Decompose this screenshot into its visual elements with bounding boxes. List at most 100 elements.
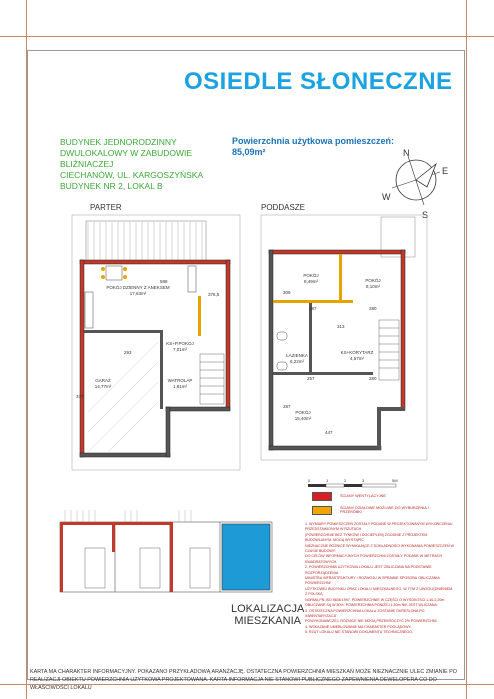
- terrace: [85, 220, 207, 262]
- note-line: 3. OSTATECZNA POWIERZCHNIA LOKALU ZOSTAN…: [305, 608, 425, 618]
- note-line: NIEZNACZNE RÓŻNICE WYNIKAJĄCE Z DOKŁADNO…: [305, 543, 454, 554]
- attic-room1-area: 8,49m²: [304, 279, 319, 284]
- garage-area: 14,77m²: [95, 384, 112, 389]
- sink: [276, 331, 288, 341]
- notes: 1. WYMIARY POMIESZCZEŃ ZOSTAŁY PODANE W …: [305, 522, 455, 636]
- garage-name: GARAŻ: [95, 377, 111, 383]
- toilet: [276, 361, 288, 371]
- attic-dim-3: 280: [369, 306, 377, 311]
- chair: [123, 275, 127, 279]
- living-room-area: 17,63m²: [130, 291, 147, 296]
- wc-area: 1,81m²: [173, 384, 188, 389]
- garage-hatch: [87, 341, 159, 453]
- wc-name: WATROLAP: [168, 378, 193, 383]
- building-line-4: CIECHANÓW, UL. KARGOSZYŃSKA: [60, 170, 204, 180]
- hall-name: KS+P.POKOJ: [166, 341, 194, 346]
- legend-red-swatch: [312, 492, 332, 501]
- ground-dim-4: 377: [76, 394, 84, 399]
- attic-floor-label: PODDASZE: [261, 203, 306, 212]
- note-line: 5. RZUT LOKALU NIE STANOWI DOKUMENTU TEC…: [305, 630, 414, 635]
- location-label-2: MIESZKANIA: [234, 615, 301, 627]
- kitchen-counter: [84, 291, 94, 329]
- ground-floor-plan: POKÓJ DZIENNY Z ANEKSEM 17,63m² KS+P.POK…: [71, 214, 241, 471]
- attic-wall-west: [268, 249, 274, 451]
- building-line-5: BUDYNEK NR 2, LOKAL B: [60, 181, 163, 191]
- bathroom-name: ŁAZIENKA: [286, 353, 308, 358]
- building-line-1: BUDYNEK JEDNORODZINNY: [60, 137, 177, 147]
- attic-room3-name: POKÓJ: [295, 409, 310, 415]
- attic-room1-name: POKÓJ: [303, 272, 318, 278]
- attic-wall-south: [268, 445, 382, 451]
- dining-table: [105, 265, 123, 281]
- usable-area-value: 85,09m²: [232, 147, 266, 157]
- bathroom-area: 6,22m²: [290, 359, 305, 364]
- building-info: BUDYNEK JEDNORODZINNY DWULOKALOWY W ZABU…: [60, 137, 203, 192]
- chimney-roof: [380, 216, 416, 258]
- wall-garage-north: [84, 330, 162, 333]
- location-highlight: [221, 523, 271, 591]
- wall-north: [79, 259, 231, 265]
- attic-dim-8: 287: [283, 404, 291, 409]
- scale-5m: 5M: [392, 478, 398, 483]
- attic-dim-2: 287: [309, 306, 317, 311]
- scale-seg: [325, 483, 345, 488]
- attic-room2-area: 8,10m²: [366, 284, 381, 289]
- note-line: 1. WYMIARY POMIESZCZEŃ ZOSTAŁY PODANE W …: [305, 522, 453, 532]
- sofa: [187, 265, 197, 293]
- ground-floor-label: PARTER: [90, 203, 122, 212]
- stairs: [199, 353, 225, 405]
- legend-red-label: ŚCIANY WENTYLACYJNE: [340, 494, 386, 498]
- compass-e: E: [442, 166, 448, 176]
- ground-dimension-frame: [71, 214, 241, 471]
- ground-dim-3: 293: [124, 350, 132, 355]
- attic-stairs: [378, 319, 400, 381]
- note-line: OBLICZANE SĄ W 50%. POWIERZCHNIA PONIŻEJ…: [305, 603, 438, 608]
- compass-w: W: [382, 192, 391, 202]
- chair: [101, 275, 105, 279]
- note-line: UŻYTKOWEJ BUDYNKU ORAZ LOKALU MIESZKALNE…: [305, 586, 453, 597]
- wall-partition: [198, 296, 201, 336]
- scale-2: 2: [344, 478, 347, 483]
- crop-mark-left: [26, 0, 27, 699]
- page-title: OSIEDLE SŁONECZNE: [184, 68, 453, 95]
- attic-dim-7: 447: [325, 430, 333, 435]
- usable-area-label: Powierzchnia użytkowa pomieszczeń:: [232, 136, 395, 146]
- usable-area: Powierzchnia użytkowa pomieszczeń: 85,09…: [232, 136, 394, 158]
- scale-seg: [344, 484, 362, 487]
- note-line: NORMĄ PN-ISO 9836:1997. POWIERZCHNIE W C…: [305, 597, 445, 602]
- crop-mark-bottom: [0, 684, 494, 685]
- building-line-2: DWULOKALOWY W ZABUDOWIE: [60, 148, 193, 158]
- wall-west: [79, 259, 85, 458]
- compass: N E S W: [382, 148, 448, 220]
- note-line: MINISTRA INFRASTRUKTURY I ROZWOJU W SPRA…: [305, 576, 440, 586]
- scale-3: 3: [362, 478, 365, 483]
- attic-wall-east: [400, 249, 406, 411]
- attic-dim-1: 309: [283, 290, 291, 295]
- attic-wall-r1-south: [273, 300, 353, 303]
- attic-wall-rooms: [339, 254, 342, 300]
- attic-room2-name: POKÓJ: [365, 277, 380, 283]
- scale-seg: [361, 483, 397, 488]
- compass-circle: [395, 159, 437, 201]
- ground-dim-2: 376,5: [208, 292, 220, 297]
- corridor-name: KS+KORYTARZ: [341, 350, 374, 355]
- attic-dim-4: 313: [337, 324, 345, 329]
- attic-room3-area: 15,40m²: [295, 416, 312, 421]
- footer-disclaimer: KARTA MA CHARAKTER INFORMACYJNY. POKAZAN…: [30, 669, 457, 691]
- note-line: 4. WSKAZANE UMEBLOWANIE MA CHARAKTER POG…: [305, 624, 412, 629]
- note-line: 2. POWIERZCHNIA UŻYTKOWA LOKALU JEST OBL…: [305, 565, 432, 575]
- location-label: LOKALIZACJA MIESZKANIA: [231, 603, 304, 627]
- scale-0: 0: [308, 478, 311, 483]
- legend-orange-swatch: [312, 506, 332, 515]
- attic-wall-se: [377, 407, 405, 411]
- hall-area: 7,01m²: [173, 347, 188, 352]
- attic-dim-6: 280: [369, 376, 377, 381]
- scale-bar: 0 1 2 3 5M: [308, 478, 398, 488]
- compass-needle: [415, 162, 437, 188]
- scale-seg: [308, 484, 326, 487]
- attic-dim-5: 257: [307, 376, 315, 381]
- scale-1: 1: [326, 478, 329, 483]
- attic-dimension-frame: [260, 214, 428, 461]
- crop-mark-top: [0, 36, 494, 37]
- wall-south: [79, 452, 171, 458]
